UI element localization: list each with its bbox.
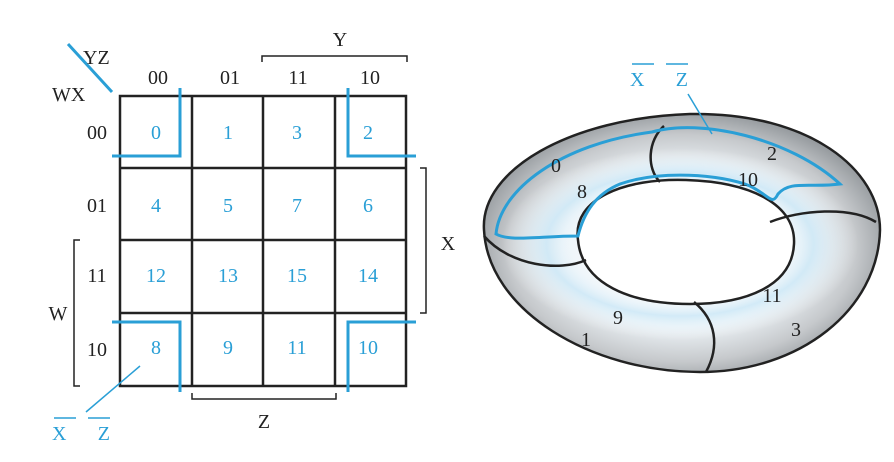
kmap-cell: 14 — [358, 265, 378, 287]
kmap-cell: 13 — [218, 265, 238, 287]
kmap-cell: 10 — [358, 337, 378, 359]
section-line-right — [769, 210, 877, 224]
group-label-leader — [85, 365, 141, 413]
row-header: 01 — [87, 195, 107, 217]
kmap-cell: 7 — [292, 195, 302, 217]
y-bracket — [261, 55, 408, 62]
kmap-cell: 1 — [223, 122, 233, 144]
torus-number: 11 — [762, 285, 781, 307]
corner-group-brackets — [112, 88, 416, 392]
group-bracket-top-right — [346, 88, 416, 158]
group-bracket-bottom-left — [112, 320, 182, 392]
row-header: 00 — [87, 122, 107, 144]
kmap-cell: 8 — [151, 337, 161, 359]
col-header: 01 — [220, 67, 240, 89]
torus-number: 1 — [581, 329, 591, 351]
group-bracket-top-left — [112, 88, 182, 158]
kmap-cell: 9 — [223, 337, 233, 359]
row-header: 10 — [87, 339, 107, 361]
group-bracket-bottom-right — [346, 320, 416, 392]
corner-col-var: YZ — [83, 47, 110, 69]
var-z-label: Z — [258, 411, 270, 433]
torus-number: 3 — [791, 319, 801, 341]
section-line-left — [483, 235, 587, 267]
torus-number: 8 — [577, 181, 587, 203]
torus-hole — [576, 178, 796, 306]
var-y-label: Y — [333, 29, 347, 51]
z-bracket — [191, 393, 337, 400]
row-header: 11 — [87, 265, 106, 287]
torus-number: 10 — [738, 169, 758, 191]
torus-group-label: X Z — [630, 69, 688, 91]
torus-numbers: 0 8 2 10 11 9 1 3 — [551, 143, 801, 351]
var-x-label: X — [441, 233, 456, 255]
kmap-cell: 6 — [363, 195, 373, 217]
kmap-cell: 0 — [151, 122, 161, 144]
row-headers: 00 01 11 10 — [87, 122, 107, 361]
col-header: 11 — [288, 67, 307, 89]
kmap-cell: 15 — [287, 265, 307, 287]
kmap-cell: 12 — [146, 265, 166, 287]
kmap-cell: 4 — [151, 195, 161, 217]
section-line-bottom — [693, 301, 716, 373]
corner-row-var: WX — [52, 84, 86, 106]
col-headers: 00 01 11 10 — [148, 67, 380, 89]
torus-number: 2 — [767, 143, 777, 165]
kmap-cell: 2 — [363, 122, 373, 144]
variable-brackets — [73, 55, 427, 400]
torus-label-leader — [687, 93, 713, 135]
var-w-label: W — [49, 303, 68, 325]
karnaugh-map: YZ WX 00 01 11 10 00 01 11 10 0 — [49, 29, 456, 445]
col-header: 00 — [148, 67, 168, 89]
kmap-cells: 0 1 3 2 4 5 7 6 12 13 15 14 8 9 11 10 — [146, 122, 378, 359]
torus-group-outline — [494, 126, 844, 240]
kmap-group-label: X Z — [52, 423, 110, 445]
kmap-cell: 11 — [287, 337, 306, 359]
w-bracket — [73, 239, 80, 387]
corner-diagonal — [66, 42, 114, 94]
x-bracket — [420, 167, 427, 314]
torus-number: 0 — [551, 155, 561, 177]
torus-number: 9 — [613, 307, 623, 329]
col-header: 10 — [360, 67, 380, 89]
kmap-cell: 3 — [292, 122, 302, 144]
kmap-cell: 5 — [223, 195, 233, 217]
kmap-grid — [118, 94, 408, 388]
torus-map: X Z 0 8 2 10 11 9 1 3 — [482, 63, 882, 374]
